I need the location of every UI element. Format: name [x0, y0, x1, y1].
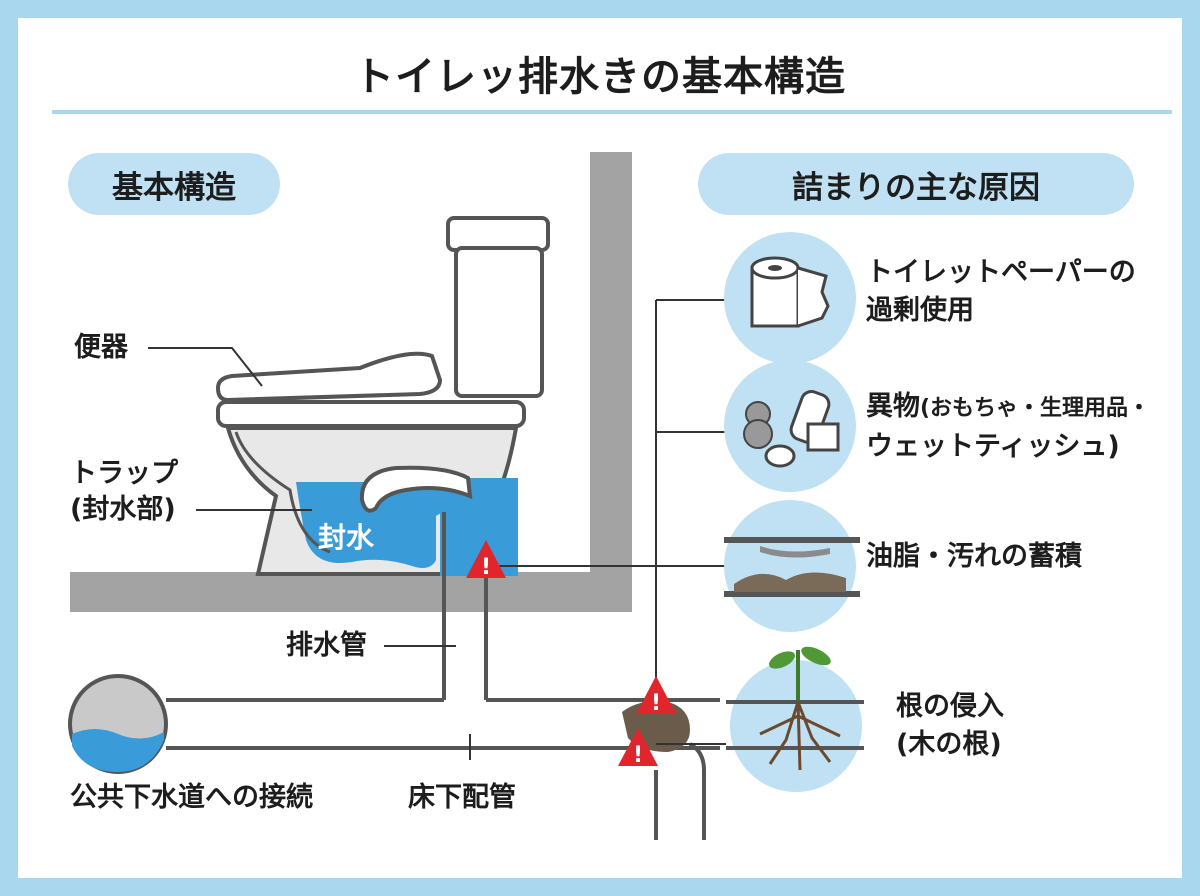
- warning-icon: !: [618, 728, 658, 768]
- wall: [590, 152, 632, 612]
- toilet-label: 便器: [74, 332, 128, 363]
- drain-pipe-label: 排水管: [286, 630, 367, 661]
- svg-text:!: !: [651, 691, 661, 716]
- page-title: トイレッ排水きの基本構造: [354, 54, 846, 100]
- section-causes-heading: 詰まりの主な原因: [698, 153, 1134, 215]
- warning-icon: !: [466, 540, 506, 580]
- foreign-objects-icon: [724, 360, 856, 492]
- tree-root-icon: [726, 646, 864, 792]
- toilet-lid: [215, 351, 443, 403]
- section-structure-heading: 基本構造: [68, 153, 280, 215]
- trap-weir: [359, 465, 473, 513]
- label-leaders: [148, 347, 471, 760]
- seal-water: [296, 482, 470, 568]
- trap-label: トラップ: [70, 458, 178, 489]
- toilet-paper-icon: [724, 232, 856, 364]
- warning-icon: !: [636, 676, 676, 716]
- cause-roots: 根の侵入 (木の根): [896, 688, 1004, 764]
- sewer-connection-label: 公共下水道への接続: [70, 782, 313, 813]
- public-sewer-pipe: [68, 674, 168, 774]
- cause-roots-line2: (木の根): [896, 729, 1002, 760]
- cause-connectors: [496, 299, 726, 745]
- cause-foreign-objects-main: 異物: [866, 391, 920, 422]
- svg-text:!: !: [481, 555, 491, 580]
- trap-sublabel: (封水部): [70, 494, 176, 525]
- cause-roots-line1: 根の侵入: [896, 691, 1004, 722]
- title-divider: [52, 110, 1172, 114]
- cause-foreign-objects-detail: (おもちゃ・生理用品・: [920, 396, 1151, 421]
- cause-grease-line1: 油脂・汚れの蓄積: [866, 541, 1082, 572]
- floor-slab: [70, 572, 632, 612]
- svg-text:!: !: [633, 743, 643, 768]
- cause-foreign-objects: 異物(おもちゃ・生理用品・ ウェットティッシュ): [866, 388, 1150, 466]
- grease-buildup-icon: [724, 500, 860, 632]
- cause-grease: 油脂・汚れの蓄積: [866, 538, 1082, 576]
- cause-foreign-objects-line2: ウェットティッシュ): [866, 431, 1120, 462]
- toilet-tank: [446, 216, 550, 398]
- cause-toilet-paper-line2: 過剰使用: [866, 295, 974, 326]
- underfloor-pipe-label: 床下配管: [408, 782, 516, 813]
- seal-water-label: 封水: [318, 521, 375, 554]
- cause-toilet-paper: トイレットペーパーの 過剰使用: [866, 254, 1136, 330]
- cause-toilet-paper-line1: トイレットペーパーの: [866, 257, 1136, 288]
- toilet-seat: [216, 400, 526, 428]
